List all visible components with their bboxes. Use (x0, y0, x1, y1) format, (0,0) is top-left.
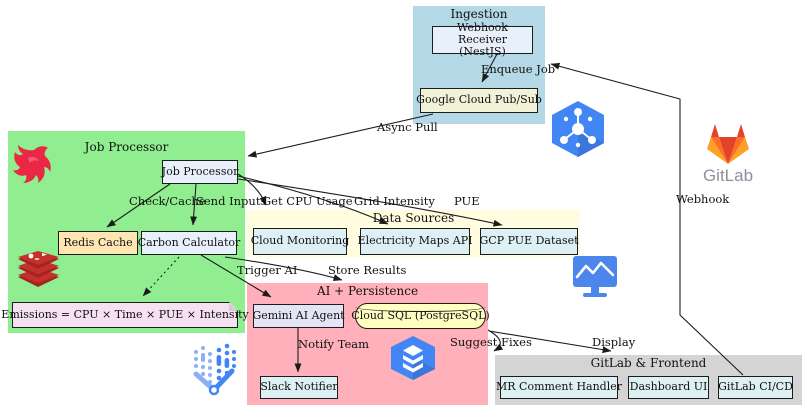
node-cloud-sql: Cloud SQL (PostgreSQL) (351, 303, 490, 329)
node-gitlab-cicd: GitLab CI/CD (718, 376, 793, 399)
edge-label-suggest-fixes: Suggest Fixes (450, 335, 532, 349)
node-gemini-ai-agent: Gemini AI Agent (252, 304, 345, 328)
edge-label-trigger-ai: Trigger AI (237, 263, 298, 277)
webhook-receiver-line2: (NestJS) (459, 45, 506, 59)
node-google-cloud-pubsub: Google Cloud Pub/Sub (416, 88, 542, 113)
cloud-sql-icon (387, 335, 439, 385)
edge-label-pue: PUE (454, 194, 480, 208)
cluster-ingestion-title: Ingestion (450, 7, 508, 21)
node-gcp-pue-dataset: GCP PUE Dataset (479, 228, 579, 255)
vertex-ai-icon (188, 342, 240, 402)
cluster-job-processor-title: Job Processor (84, 140, 169, 154)
edge-label-notify-team: Notify Team (298, 337, 370, 351)
edge-label-check-cache: Check/Cache (129, 194, 206, 208)
edge-label-enqueue-job: Enqueue Job (481, 62, 556, 76)
node-dashboard-ui: Dashboard UI (628, 376, 709, 399)
edge-label-async-pull: Async Pull (377, 120, 438, 134)
node-webhook-receiver: Webhook Receiver (NestJS) (432, 21, 533, 58)
gitlab-wordmark: GitLab (702, 166, 754, 185)
edge-label-store-results: Store Results (328, 263, 407, 277)
edge-label-webhook: Webhook (676, 192, 730, 206)
cluster-gitlab-frontend-title: GitLab & Frontend (590, 356, 707, 370)
cloud-monitoring-icon (570, 254, 620, 304)
node-mr-comment-handler: MR Comment Handler (496, 376, 622, 399)
cluster-data-sources-title: Data Sources (372, 211, 455, 225)
node-job-processor: Job Processor (162, 160, 238, 184)
node-redis-cache: Redis Cache (58, 231, 138, 255)
webhook-receiver-line1: Webhook Receiver (457, 20, 508, 46)
cluster-ai-persistence-title: AI + Persistence (316, 284, 419, 298)
edge-label-get-cpu-usage: Get CPU Usage (262, 194, 353, 208)
edge-label-grid-intensity: Grid Intensity (354, 194, 435, 208)
redis-logo-icon (15, 249, 62, 293)
node-carbon-calculator: Carbon Calculator (138, 231, 240, 255)
node-slack-notifier: Slack Notifier (260, 376, 338, 399)
nestjs-logo-icon (8, 140, 56, 192)
edge-label-display: Display (592, 335, 636, 349)
node-electricity-maps-api: Electricity Maps API (358, 228, 472, 255)
gitlab-logo-icon (702, 120, 754, 172)
google-cloud-pubsub-icon (547, 99, 609, 163)
edge-label-send-inputs: Send Inputs (196, 194, 267, 208)
node-emissions-formula: Emissions = CPU × Time × PUE × Intensity (1, 302, 249, 328)
node-cloud-monitoring: Cloud Monitoring (251, 228, 349, 255)
